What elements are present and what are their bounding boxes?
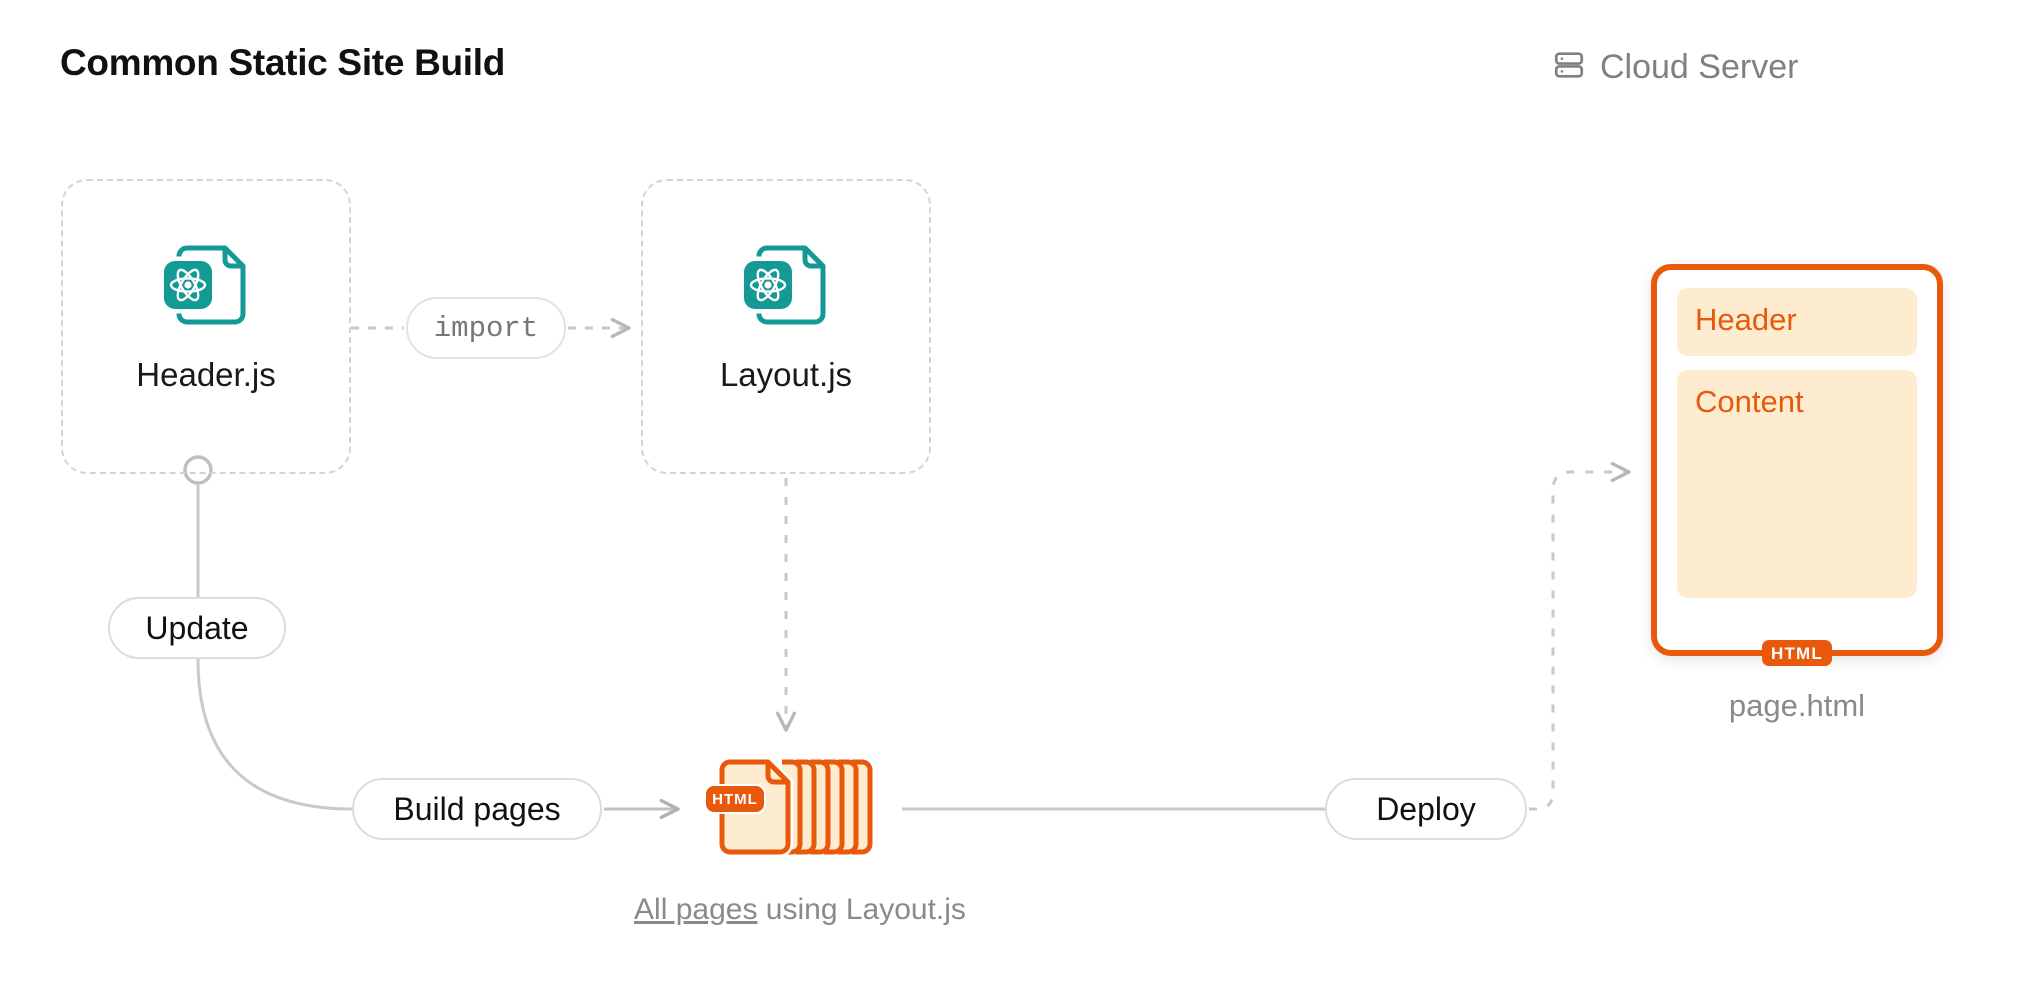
update-pill[interactable]: Update — [108, 597, 286, 659]
build-pages-pill[interactable]: Build pages — [352, 778, 602, 840]
react-js-file-icon — [151, 228, 261, 338]
caption-rest: using Layout.js — [757, 893, 966, 926]
deploy-pill[interactable]: Deploy — [1325, 778, 1527, 840]
wire-deploy-to-page — [1529, 461, 1631, 811]
html-file-stack[interactable]: HTML — [700, 748, 900, 866]
cloud-server-label: Cloud Server — [1552, 48, 1798, 87]
node-header-js[interactable]: Header.js — [61, 228, 351, 394]
node-layout-js[interactable]: Layout.js — [641, 228, 931, 394]
react-js-file-icon — [731, 228, 841, 338]
stack-caption: All pages using Layout.js — [560, 893, 1040, 927]
preview-header-block: Header — [1677, 288, 1917, 356]
group-box-layout-js — [641, 179, 931, 474]
page-title: Common Static Site Build — [60, 42, 506, 83]
connector-dot — [183, 455, 213, 485]
caption-emphasis: All pages — [634, 893, 758, 926]
html-file-stack-icon: HTML — [704, 757, 873, 857]
cloud-server-text: Cloud Server — [1600, 48, 1799, 86]
node-label-header-js: Header.js — [136, 356, 276, 393]
server-icon — [1552, 48, 1586, 87]
import-pill[interactable]: import — [406, 297, 566, 359]
wire-update-to-build — [196, 658, 353, 811]
group-box-header-js — [61, 179, 351, 474]
page-html-preview-card[interactable]: Header Content HTML — [1651, 264, 1943, 666]
node-label-layout-js: Layout.js — [719, 356, 853, 393]
preview-content-block: Content — [1677, 370, 1917, 598]
page-html-filename: page.html — [1728, 688, 1866, 723]
preview-html-badge: HTML — [1761, 640, 1833, 666]
html-badge-text: HTML — [712, 791, 758, 808]
